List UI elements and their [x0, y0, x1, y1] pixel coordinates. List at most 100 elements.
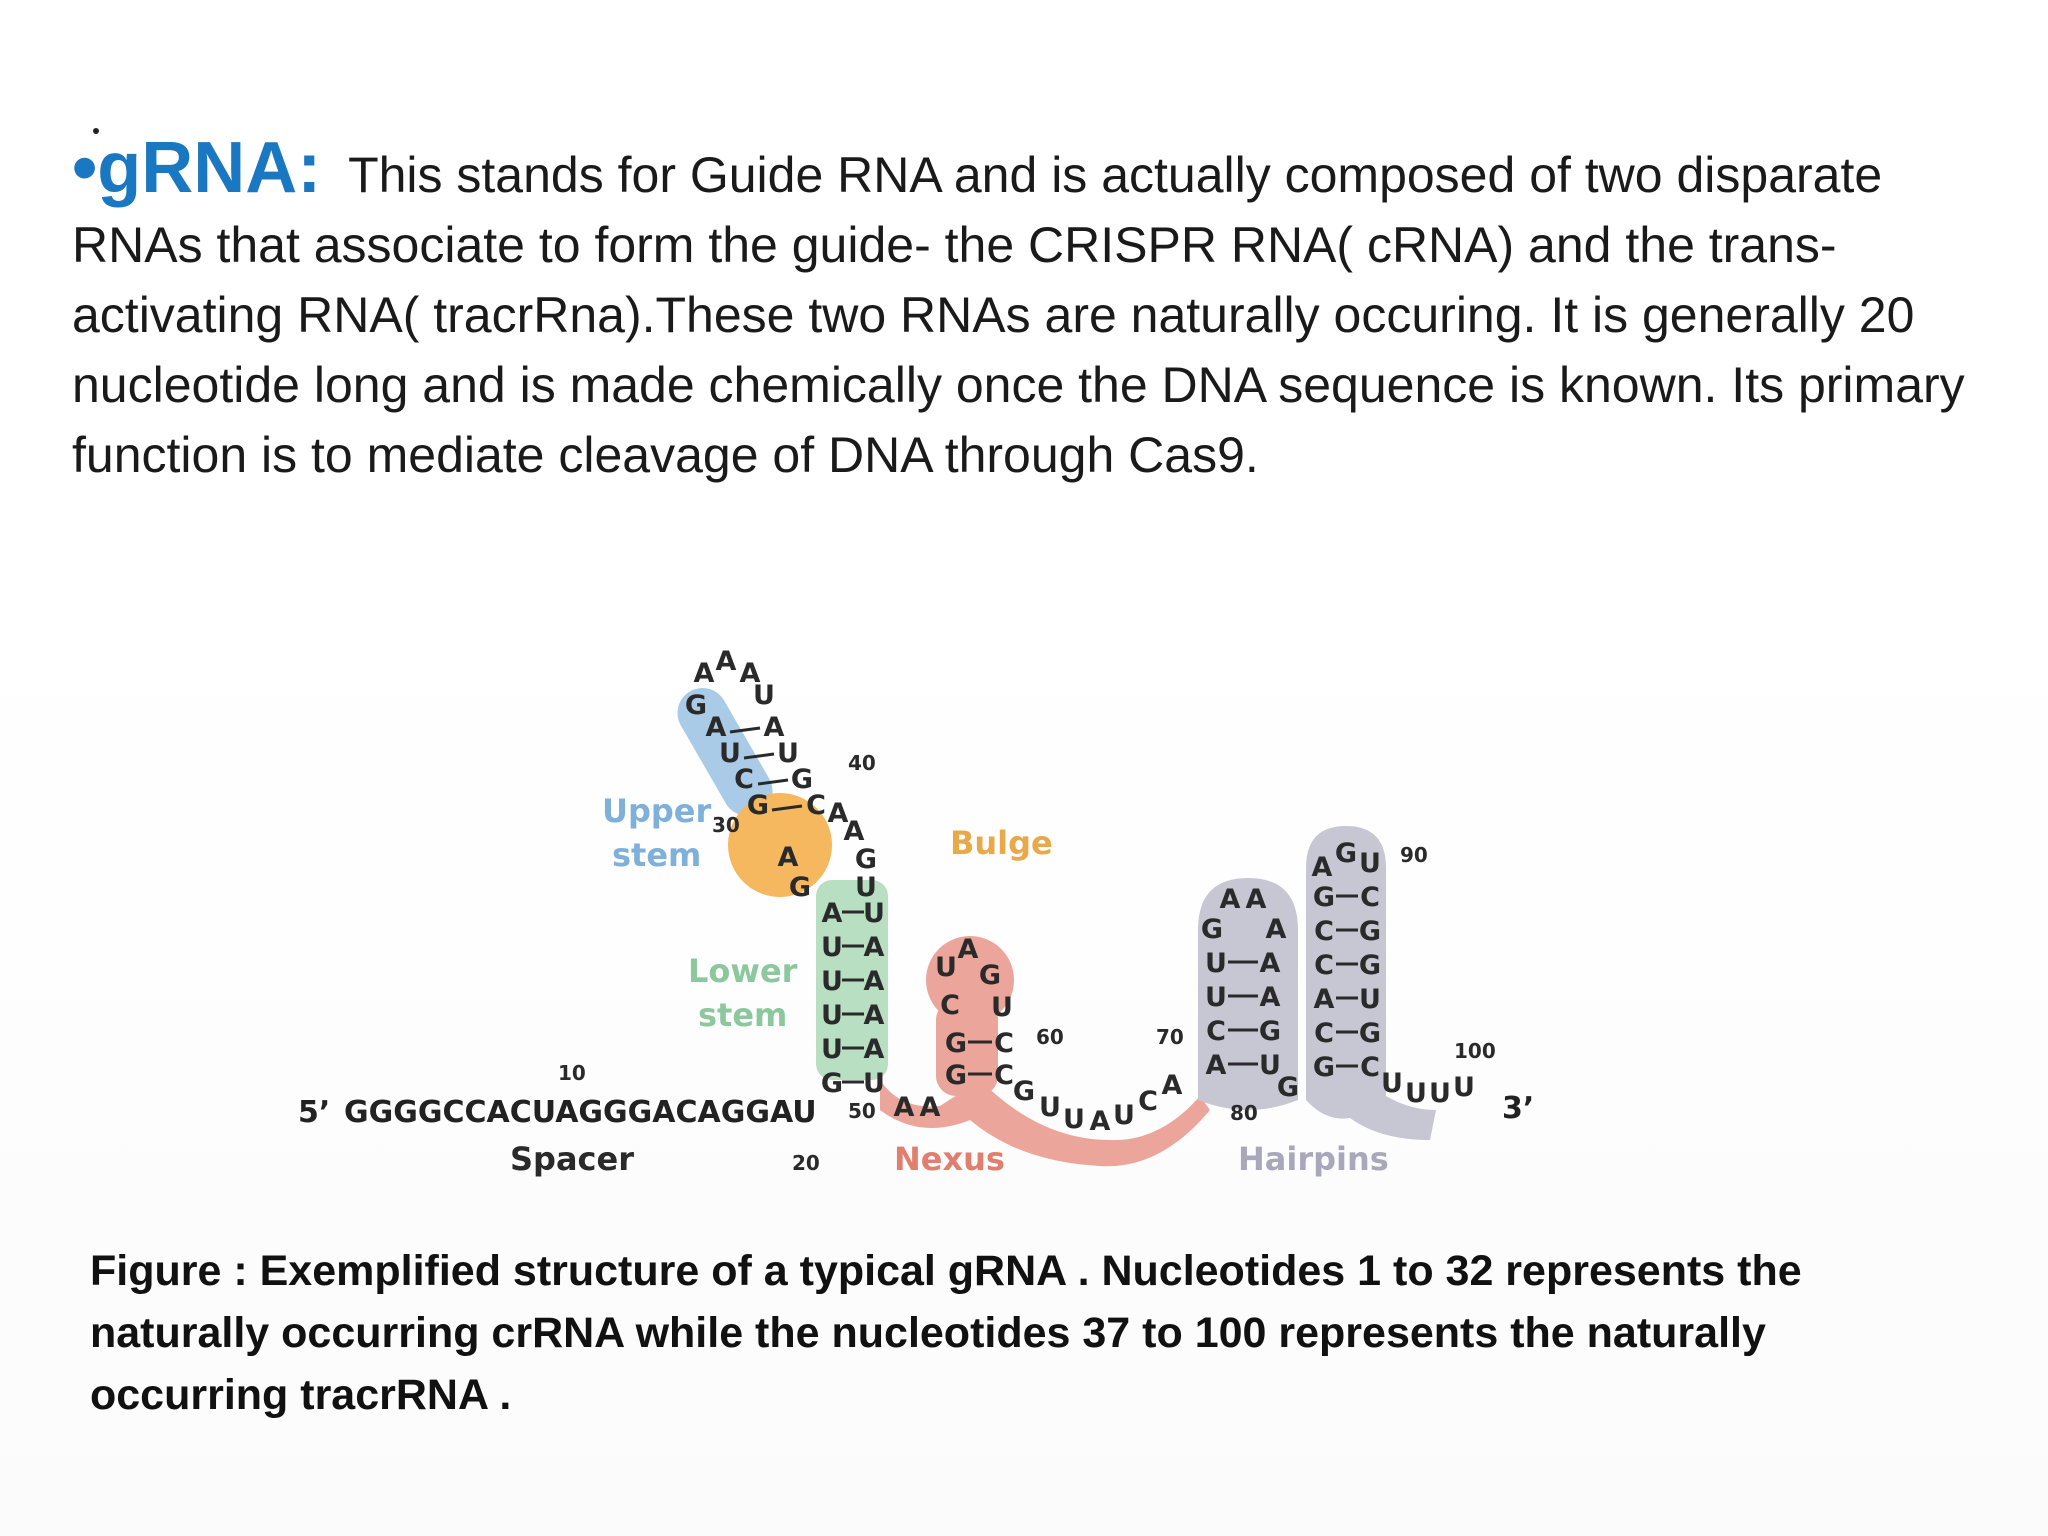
lower-stem-label-line2: stem: [698, 996, 787, 1034]
nexus-label: Nexus: [894, 1140, 1005, 1178]
bulge-label: Bulge: [950, 824, 1053, 862]
tail-nucleotide: U: [1453, 1072, 1475, 1103]
base-pair-bond: [743, 752, 775, 760]
stray-dot: [93, 128, 99, 134]
position-30: 30: [712, 813, 740, 837]
hairpin1-right-nucleotide: G: [1259, 1016, 1281, 1047]
loop-nucleotide: A: [716, 646, 737, 677]
loop-nucleotide: A: [740, 658, 761, 689]
hairpin1-left-nucleotide: A: [1206, 1050, 1227, 1081]
lower-stem-left-nucleotide: U: [821, 1034, 843, 1065]
base-pair-bond: [771, 804, 803, 812]
upper-stem-label-line1: Upper: [602, 792, 712, 830]
hairpin1-right-nucleotide: A: [1260, 982, 1281, 1013]
term-label: gRNA:: [97, 128, 322, 208]
position-20: 20: [792, 1151, 820, 1175]
nexus-stem-left-nucleotide: G: [945, 1028, 967, 1059]
upper-stem-left-nucleotide: A: [706, 712, 727, 743]
hairpin2-left-nucleotide: A: [1314, 984, 1335, 1015]
spacer-sequence: GGGGCCACUAGGGACAGGAU: [344, 1095, 817, 1130]
hairpin2-loop-nucleotide: A: [1312, 852, 1333, 883]
nexus-nucleotide: A: [894, 1092, 915, 1123]
upper-stem-label-line2: stem: [612, 836, 701, 874]
position-40: 40: [848, 751, 876, 775]
nexus-loop-nucleotide: U: [935, 952, 957, 983]
intro-text: This stands for Guide RNA and is actuall…: [72, 147, 1965, 483]
linker-nucleotide: A: [1090, 1106, 1111, 1137]
nexus-nucleotide: A: [920, 1092, 941, 1123]
position-60: 60: [1036, 1025, 1064, 1049]
tail-nucleotide: U: [1381, 1068, 1403, 1099]
bullet-symbol: •: [72, 128, 98, 208]
five-prime-label: 5’: [298, 1095, 330, 1130]
spacer-label: Spacer: [510, 1140, 634, 1178]
linker-nucleotide: G: [1277, 1072, 1299, 1103]
hairpins-label: Hairpins: [1238, 1140, 1389, 1178]
hairpin1-loop-nucleotide: A: [1266, 914, 1287, 945]
upper-stem-bg: [677, 688, 773, 816]
hairpin1-left-nucleotide: U: [1205, 982, 1227, 1013]
linker-nucleotide: U: [1113, 1100, 1135, 1131]
linker-nucleotide: U: [1039, 1092, 1061, 1123]
lower-stem-right-nucleotide: A: [864, 966, 885, 997]
linker-nucleotide: C: [1138, 1086, 1158, 1117]
position-70: 70: [1156, 1025, 1184, 1049]
upper-stem-left-nucleotide: U: [719, 738, 741, 769]
loop-nucleotide: U: [753, 680, 775, 711]
hairpin2-right-nucleotide: G: [1359, 950, 1381, 981]
lower-stem-right-nucleotide: A: [864, 1000, 885, 1031]
nexus-loop-nucleotide: A: [958, 934, 979, 965]
hairpin2-left-nucleotide: G: [1313, 1052, 1335, 1083]
lower-stem-right-nucleotide: A: [864, 932, 885, 963]
loop-nucleotide: G: [685, 690, 707, 721]
position-10: 10: [558, 1061, 586, 1085]
upper-stem-right-nucleotide: A: [764, 712, 785, 743]
nexus-loop-nucleotide: G: [979, 960, 1001, 991]
hairpin2-left-nucleotide: G: [1313, 882, 1335, 913]
bulge-nucleotide: G: [789, 872, 811, 903]
tail-nucleotide: U: [1429, 1078, 1451, 1109]
three-prime-label: 3’: [1502, 1091, 1534, 1126]
hairpin2-loop-nucleotide: G: [1335, 838, 1357, 869]
bulge-nucleotide: G: [855, 844, 877, 875]
upper-stem-right-nucleotide: U: [777, 738, 799, 769]
lower-stem-right-nucleotide: A: [864, 1034, 885, 1065]
hairpin2-right-nucleotide: G: [1359, 1018, 1381, 1049]
nexus-bg: [880, 936, 1210, 1167]
nexus-loop-nucleotide: C: [940, 990, 960, 1021]
hairpin2-right-nucleotide: G: [1359, 916, 1381, 947]
bulge-nucleotide: A: [778, 842, 799, 873]
tail-nucleotide: U: [1405, 1078, 1427, 1109]
bullet-term: •gRNA:: [72, 128, 321, 208]
nexus-stem-right-nucleotide: C: [994, 1060, 1014, 1091]
bulge-nucleotide: A: [844, 816, 865, 847]
hairpin1-loop-nucleotide: A: [1220, 884, 1241, 915]
upper-stem-left-nucleotide: C: [734, 764, 754, 795]
nexus-stem-right-nucleotide: C: [994, 1028, 1014, 1059]
nexus-stem-left-nucleotide: G: [945, 1060, 967, 1091]
position-100: 100: [1454, 1039, 1496, 1063]
upper-stem-left-nucleotide: G: [747, 790, 769, 821]
hairpin2-right-nucleotide: U: [1359, 984, 1381, 1015]
hairpin1-loop-nucleotide: G: [1201, 914, 1223, 945]
upper-stem-right-nucleotide: C: [806, 790, 826, 821]
linker-nucleotide: A: [1162, 1070, 1183, 1101]
hairpin2-left-nucleotide: C: [1314, 1018, 1334, 1049]
position-90: 90: [1400, 843, 1428, 867]
hairpin1-right-nucleotide: U: [1259, 1050, 1281, 1081]
nexus-loop-nucleotide: U: [991, 992, 1013, 1023]
loop-nucleotide: A: [694, 658, 715, 689]
hairpin2-right-nucleotide: C: [1360, 1052, 1380, 1083]
hairpin2-left-nucleotide: C: [1314, 950, 1334, 981]
linker-nucleotide: U: [1063, 1104, 1085, 1135]
region-backgrounds: [677, 688, 1436, 1167]
hairpin1-right-nucleotide: A: [1260, 948, 1281, 979]
